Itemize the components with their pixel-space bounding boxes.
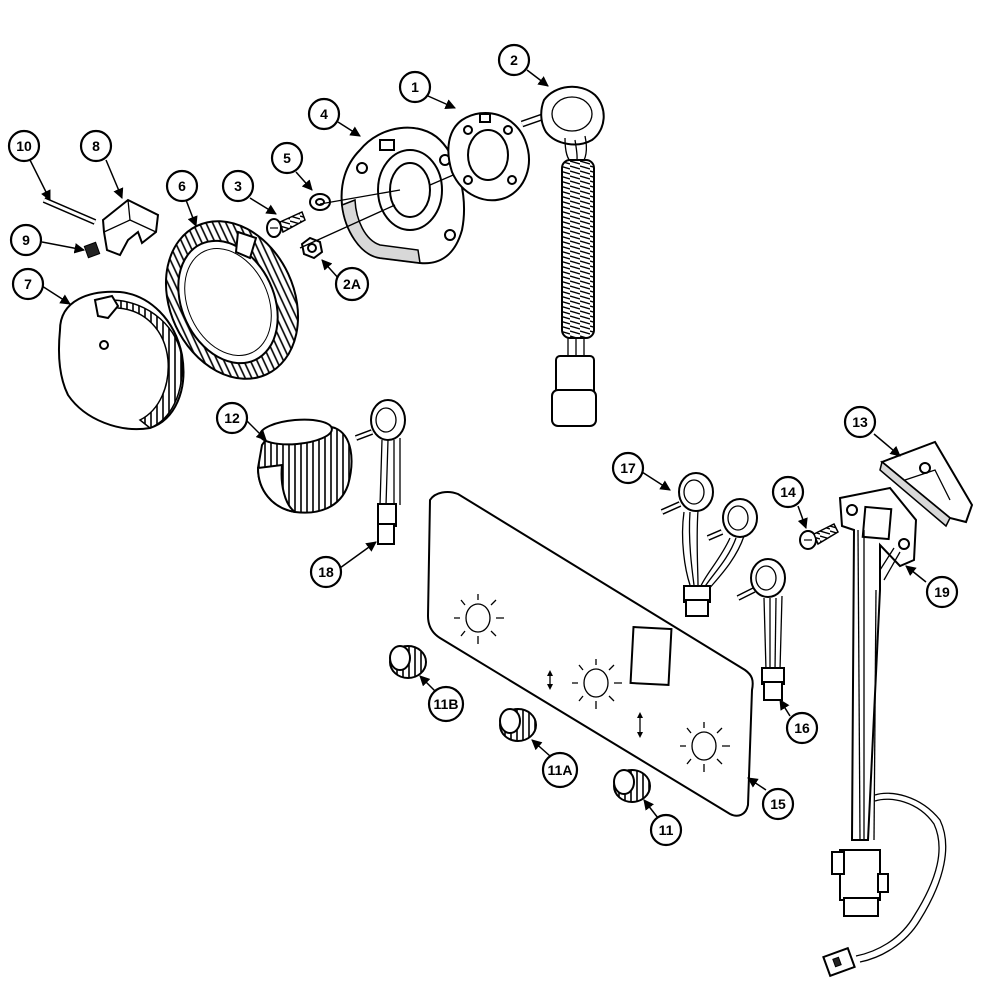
callout-8-label: 8 <box>92 138 100 154</box>
callout-1-label: 1 <box>411 79 419 95</box>
callout-16: 16 <box>785 711 819 745</box>
callout-8: 8 <box>79 129 113 163</box>
callout-15-label: 15 <box>770 796 786 812</box>
part-5-washer <box>309 193 331 211</box>
callout-5: 5 <box>270 141 304 175</box>
part-13-bracket <box>879 440 974 528</box>
heat-setting-icon-3 <box>680 722 730 772</box>
heat-setting-icon-1 <box>454 594 504 644</box>
part-11a-knob <box>499 708 537 742</box>
callout-1: 1 <box>398 70 432 104</box>
callout-18: 18 <box>309 555 343 589</box>
part-16-potentiometer <box>736 558 786 701</box>
callout-6-label: 6 <box>178 178 186 194</box>
callout-9: 9 <box>9 223 43 257</box>
callout-11-label: 11 <box>659 822 674 838</box>
callout-6: 6 <box>165 169 199 203</box>
callout-11: 11 <box>649 813 683 847</box>
callout-2-label: 2 <box>510 52 518 68</box>
part-10-pin <box>42 197 97 225</box>
leader-lines <box>29 69 927 819</box>
part-6-bezel-ring <box>164 220 300 380</box>
callout-7: 7 <box>11 267 45 301</box>
part-18-potentiometer <box>354 399 406 545</box>
callout-11a: 11A <box>541 751 579 789</box>
part-11-knob <box>613 769 651 803</box>
part-17-potentiometer <box>660 472 758 617</box>
callout-2: 2 <box>497 43 531 77</box>
part-19-switch-harness <box>822 486 947 978</box>
part-2-potentiometer <box>520 85 605 427</box>
callout-13-label: 13 <box>852 414 868 430</box>
callout-4: 4 <box>307 97 341 131</box>
callout-4-label: 4 <box>320 106 328 122</box>
part-14-screw <box>799 522 839 550</box>
up-down-arrow-icon-1 <box>547 670 553 690</box>
part-9-set-screw <box>83 241 101 259</box>
callout-9-label: 9 <box>22 232 30 248</box>
heat-setting-icon-2 <box>572 659 622 709</box>
callout-16-label: 16 <box>794 720 810 736</box>
callout-17-label: 17 <box>620 460 636 476</box>
callout-2a-label: 2A <box>343 276 361 292</box>
callout-14: 14 <box>771 475 805 509</box>
part-2a-nut <box>300 236 324 260</box>
callout-11b-label: 11B <box>434 696 459 712</box>
callout-11a-label: 11A <box>548 762 573 778</box>
callout-13: 13 <box>843 405 877 439</box>
callout-7-label: 7 <box>24 276 32 292</box>
callout-18-label: 18 <box>318 564 334 580</box>
callout-12-label: 12 <box>224 410 240 426</box>
callout-2a: 2A <box>334 266 370 302</box>
callout-3: 3 <box>221 169 255 203</box>
callout-19-label: 19 <box>934 584 950 600</box>
callout-10-label: 10 <box>16 138 32 154</box>
callout-3-label: 3 <box>234 178 242 194</box>
callout-10: 10 <box>7 129 41 163</box>
callout-17: 17 <box>611 451 645 485</box>
callout-11b: 11B <box>427 685 465 723</box>
part-11b-knob <box>389 645 427 679</box>
part-15-control-panel <box>426 491 754 817</box>
part-12-knob <box>256 418 353 514</box>
callout-12: 12 <box>215 401 249 435</box>
part-8-clip <box>101 198 160 257</box>
up-down-arrow-icon-2 <box>637 712 643 738</box>
part-7-knob <box>57 290 185 430</box>
part-3-screw <box>266 210 306 238</box>
callout-5-label: 5 <box>283 150 291 166</box>
callout-19: 19 <box>925 575 959 609</box>
part-1-plate <box>447 111 530 202</box>
callout-15: 15 <box>761 787 795 821</box>
callout-14-label: 14 <box>780 484 796 500</box>
part-4-bracket <box>299 126 489 265</box>
